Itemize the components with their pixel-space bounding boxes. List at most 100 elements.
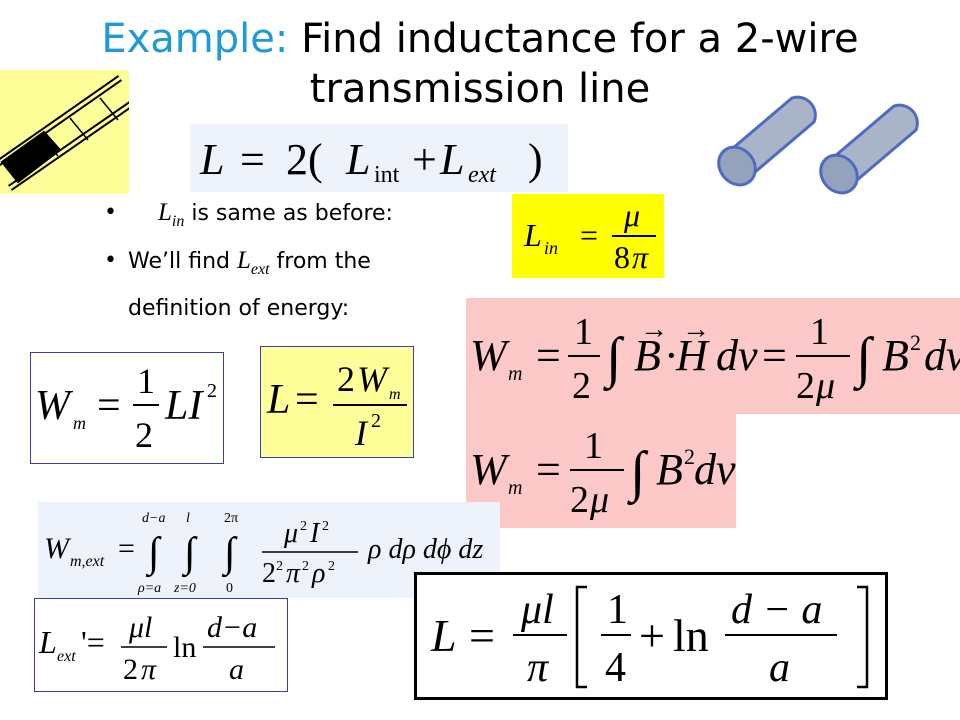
svg-text:0: 0	[226, 581, 233, 596]
svg-text:2: 2	[300, 519, 307, 534]
svg-text:2: 2	[684, 444, 695, 469]
svg-text:W: W	[357, 359, 390, 399]
svg-text:L: L	[439, 135, 464, 184]
svg-text:L: L	[523, 217, 542, 253]
svg-text:2π: 2π	[224, 511, 238, 526]
svg-text:in: in	[544, 238, 558, 258]
svg-text:2: 2	[337, 359, 355, 399]
title-line2: transmission line	[309, 66, 651, 112]
svg-text:2(: 2(	[286, 135, 323, 184]
equation-energy-full: W m = 1 2 ∫ B → · H → dv = 1 2 μ ∫ B 2 d…	[466, 298, 960, 414]
svg-text:·: ·	[664, 331, 679, 380]
svg-text:a: a	[229, 653, 244, 686]
svg-text:L: L	[345, 135, 370, 184]
svg-text:I: I	[309, 518, 321, 549]
svg-text:=: =	[536, 445, 561, 494]
svg-text:π: π	[632, 239, 649, 275]
svg-text:2: 2	[371, 410, 381, 432]
svg-text:B: B	[882, 331, 909, 380]
svg-text:2: 2	[207, 380, 217, 402]
equation-lext: L ext '= μl 2 π ln d−a a	[34, 598, 288, 692]
svg-text:=: =	[536, 331, 561, 380]
bullet-lext-text: from the	[269, 249, 371, 274]
svg-text:L: L	[199, 135, 224, 184]
svg-text:2: 2	[796, 365, 815, 407]
svg-text:H: H	[675, 331, 710, 380]
svg-text:=: =	[118, 532, 135, 565]
svg-text:a: a	[769, 645, 790, 691]
svg-text:=: =	[295, 377, 319, 423]
bullet-lext-prefix: We’ll find	[128, 249, 237, 274]
svg-text:ρ=a: ρ=a	[137, 581, 161, 596]
svg-text:L: L	[266, 377, 290, 423]
svg-text:2: 2	[910, 330, 921, 355]
svg-text:): )	[528, 135, 543, 184]
svg-text:∫: ∫	[853, 327, 875, 392]
svg-text:8: 8	[614, 239, 630, 275]
svg-text:2: 2	[322, 519, 329, 534]
svg-text:W: W	[44, 532, 72, 565]
svg-text:4: 4	[605, 645, 626, 691]
svg-text:d−a: d−a	[142, 511, 165, 526]
equation-energy-short: W m = 1 2 μ ∫ B 2 dv	[466, 414, 736, 528]
svg-text:W: W	[35, 383, 74, 429]
svg-text:∫: ∫	[627, 441, 649, 506]
equation-wm-half: W m = 1 2 LI 2	[30, 352, 224, 464]
svg-text:2: 2	[570, 479, 589, 521]
svg-text:π: π	[527, 645, 549, 691]
svg-text:int: int	[374, 162, 400, 188]
svg-text:dv: dv	[924, 331, 960, 380]
svg-text:2: 2	[572, 365, 591, 407]
svg-text:μl: μl	[520, 587, 554, 633]
svg-text:1: 1	[584, 425, 603, 467]
equation-lin: L in = μ 8 π	[512, 194, 664, 278]
svg-text:=: =	[240, 135, 265, 184]
svg-text:π: π	[141, 653, 157, 686]
equation-final: L = μl π 1 4 + ln d − a a	[414, 572, 888, 700]
svg-text:m: m	[508, 363, 522, 385]
svg-text:μ: μ	[815, 365, 835, 407]
svg-text:2: 2	[262, 558, 276, 589]
svg-text:=: =	[762, 331, 787, 380]
svg-text:∫: ∫	[181, 530, 198, 578]
bullet-lin-text: is same as before:	[184, 201, 393, 226]
svg-text:2: 2	[135, 415, 153, 455]
svg-text:ρ dρ dϕ dz: ρ dρ dϕ dz	[367, 534, 483, 565]
bullet-lin-symbol: Lin	[158, 199, 185, 230]
svg-text:dv: dv	[694, 445, 736, 494]
svg-text:1: 1	[607, 587, 628, 633]
svg-text:W: W	[470, 445, 510, 494]
bullet-lext-line2: definition of energy:	[128, 296, 350, 321]
svg-text:d−a: d−a	[207, 611, 257, 644]
svg-text:2: 2	[328, 559, 335, 574]
svg-text:+: +	[412, 135, 437, 184]
svg-text:∫: ∫	[221, 530, 238, 578]
svg-text:μ: μ	[623, 197, 640, 233]
equation-l-from-w: L = 2 W m I 2	[260, 346, 414, 458]
title-accent: Example:	[101, 16, 289, 62]
svg-text:π: π	[286, 558, 301, 589]
svg-text:ext: ext	[57, 648, 76, 665]
transmission-line-sketch-icon	[0, 70, 129, 194]
title-line1: Find inductance for a 2-wire	[288, 16, 859, 62]
svg-text:μl: μl	[128, 611, 152, 644]
svg-text:ln: ln	[673, 610, 709, 661]
svg-text:L: L	[430, 610, 457, 661]
svg-text:d − a: d − a	[731, 587, 822, 633]
svg-text:L: L	[38, 624, 57, 660]
svg-text:1: 1	[574, 311, 593, 353]
svg-text:→: →	[682, 314, 710, 345]
bullet-lext-symbol: Lext	[236, 247, 270, 278]
svg-text:∫: ∫	[603, 327, 625, 392]
svg-text:+: +	[639, 610, 665, 661]
svg-text:m: m	[508, 477, 522, 499]
svg-text:B: B	[656, 445, 683, 494]
equation-total-inductance: L = 2( L int + L ext )	[190, 124, 568, 192]
svg-text:ln: ln	[173, 631, 196, 664]
svg-text:2: 2	[276, 559, 283, 574]
svg-text:LI: LI	[164, 383, 204, 429]
svg-text:I: I	[354, 413, 369, 453]
svg-text:μ: μ	[283, 518, 298, 549]
slide-title: Example: Find inductance for a 2-wire tr…	[0, 14, 960, 114]
svg-text:=: =	[580, 217, 598, 253]
